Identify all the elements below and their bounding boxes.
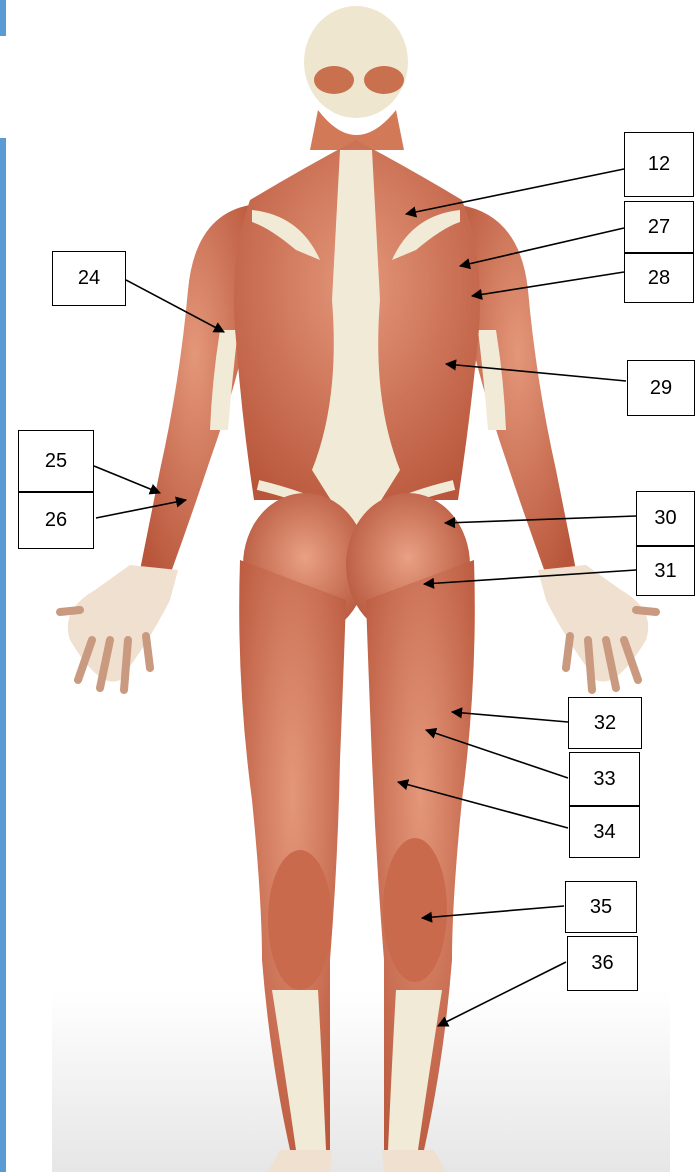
- callout-27: 27: [624, 201, 694, 253]
- callout-26: 26: [18, 492, 94, 549]
- callout-29: 29: [627, 360, 695, 416]
- callout-12: 12: [624, 132, 694, 197]
- callout-31: 31: [636, 546, 695, 596]
- callout-34: 34: [569, 806, 640, 858]
- callout-36: 36: [567, 936, 638, 991]
- torso: [234, 140, 480, 540]
- callout-32: 32: [568, 697, 642, 749]
- callout-30: 30: [636, 491, 695, 546]
- callout-28: 28: [624, 253, 694, 303]
- callout-33: 33: [569, 752, 640, 806]
- callout-35: 35: [565, 881, 637, 933]
- callout-24: 24: [52, 251, 126, 306]
- callout-25: 25: [18, 430, 94, 492]
- floor-shadow: [52, 990, 670, 1172]
- head: [304, 6, 408, 150]
